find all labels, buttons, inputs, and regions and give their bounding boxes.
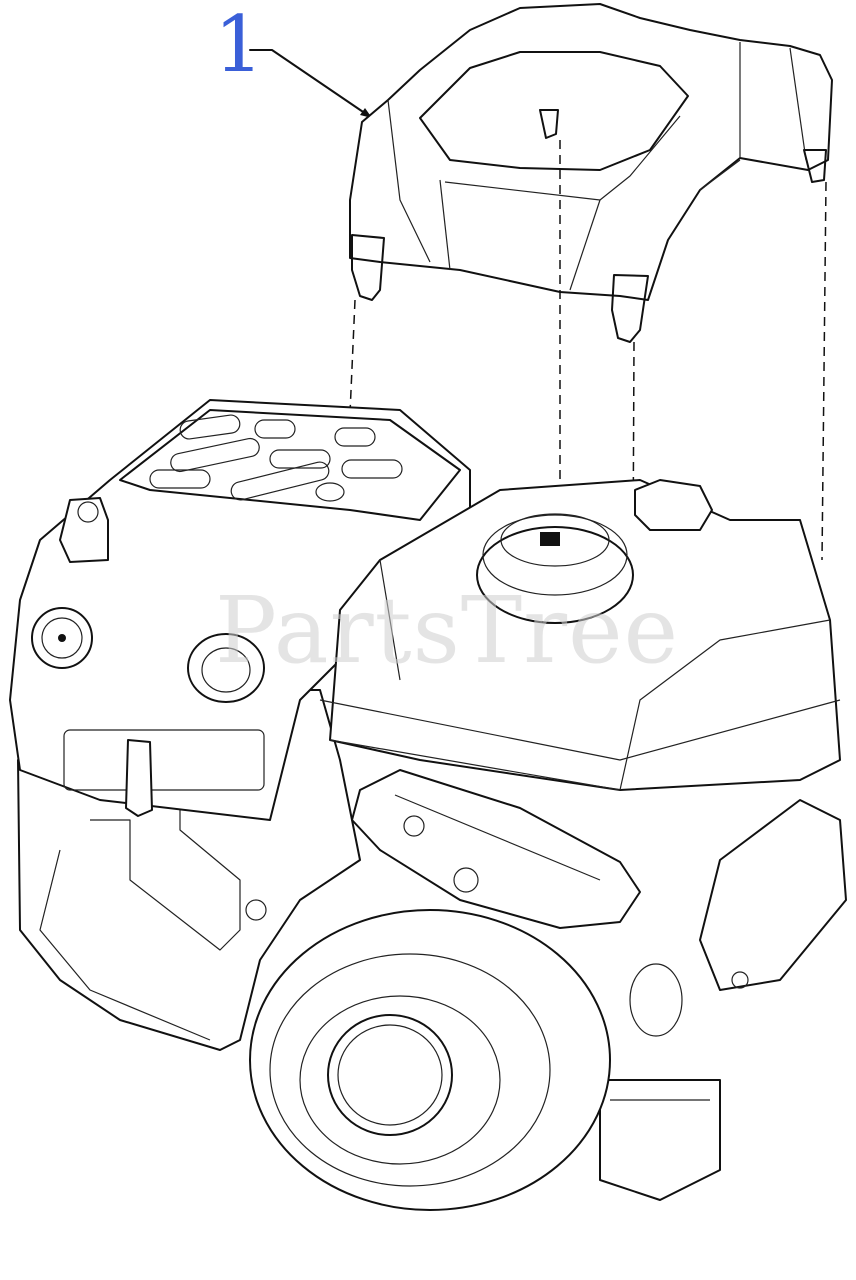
air-filter-housing: [9, 399, 471, 821]
engine-shroud-part[interactable]: [349, 3, 833, 343]
fuel-tank: [319, 479, 841, 791]
recoil-starter-cover: [249, 909, 611, 1211]
callout-leader-line: [249, 49, 373, 119]
muffler: [245, 799, 847, 1037]
callout-number-1[interactable]: 1: [214, 0, 264, 90]
watermark-text: PartsTree: [215, 577, 680, 684]
recoil-starter-handle: [351, 769, 641, 929]
